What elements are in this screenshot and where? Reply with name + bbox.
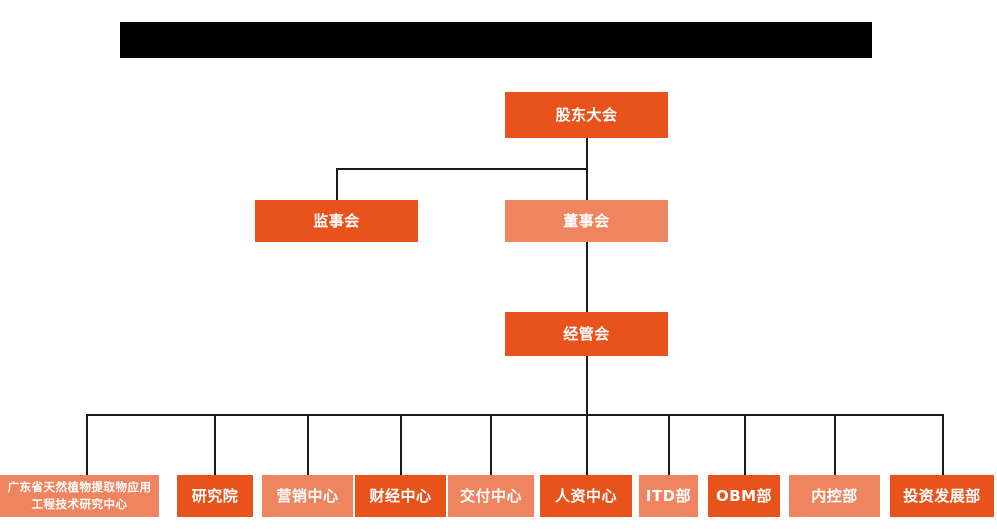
connector-drop-gd-center [86,414,88,475]
node-label: 交付中心 [459,486,522,505]
node-label: OBM部 [715,486,773,505]
node-research-institute[interactable]: 研究院 [177,475,253,517]
node-label: 投资发展部 [903,486,981,505]
connector-directors-to-management [586,242,588,312]
node-label: 营销中心 [276,486,339,505]
node-label: 董事会 [563,211,610,230]
node-label: 广东省天然植物提取物应用工程技术研究中心 [7,480,152,511]
node-marketing-center[interactable]: 营销中心 [262,475,353,517]
node-label: 经管会 [563,324,610,343]
node-delivery-center[interactable]: 交付中心 [448,475,534,517]
node-board-of-supervisors[interactable]: 监事会 [255,200,418,242]
connector-drop-obm [744,414,746,475]
node-finance-center[interactable]: 财经中心 [355,475,446,517]
connector-shareholders-to-supervisors-horizontal [336,168,588,170]
node-label: 研究院 [191,486,239,505]
node-label: 财经中心 [369,486,432,505]
connector-drop-marketing [307,414,309,475]
connector-supervisors-drop [336,168,338,200]
node-obm-department[interactable]: OBM部 [708,475,780,517]
redacted-title-bar [120,22,872,58]
node-label: 内控部 [811,486,858,505]
node-label: 监事会 [313,211,360,230]
node-label: ITD部 [645,486,692,505]
connector-drop-hr [586,414,588,475]
connector-drop-internal-control [834,414,836,475]
node-shareholders-meeting[interactable]: 股东大会 [505,92,668,138]
connector-drop-finance [400,414,402,475]
node-label: 人资中心 [554,486,617,505]
node-board-of-directors[interactable]: 董事会 [505,200,668,242]
node-hr-center[interactable]: 人资中心 [540,475,632,517]
connector-department-bus [86,414,944,416]
connector-drop-delivery [490,414,492,475]
connector-drop-itd [668,414,670,475]
connector-drop-investment [942,414,944,475]
connector-management-down [586,356,588,415]
node-itd-department[interactable]: ITD部 [639,475,698,517]
node-guangdong-natural-plant-extract-center[interactable]: 广东省天然植物提取物应用工程技术研究中心 [0,475,159,517]
node-investment-development-department[interactable]: 投资发展部 [890,475,994,517]
connector-drop-research [214,414,216,475]
node-internal-control-department[interactable]: 内控部 [789,475,880,517]
node-management-committee[interactable]: 经管会 [505,312,668,356]
node-label: 股东大会 [555,105,618,124]
